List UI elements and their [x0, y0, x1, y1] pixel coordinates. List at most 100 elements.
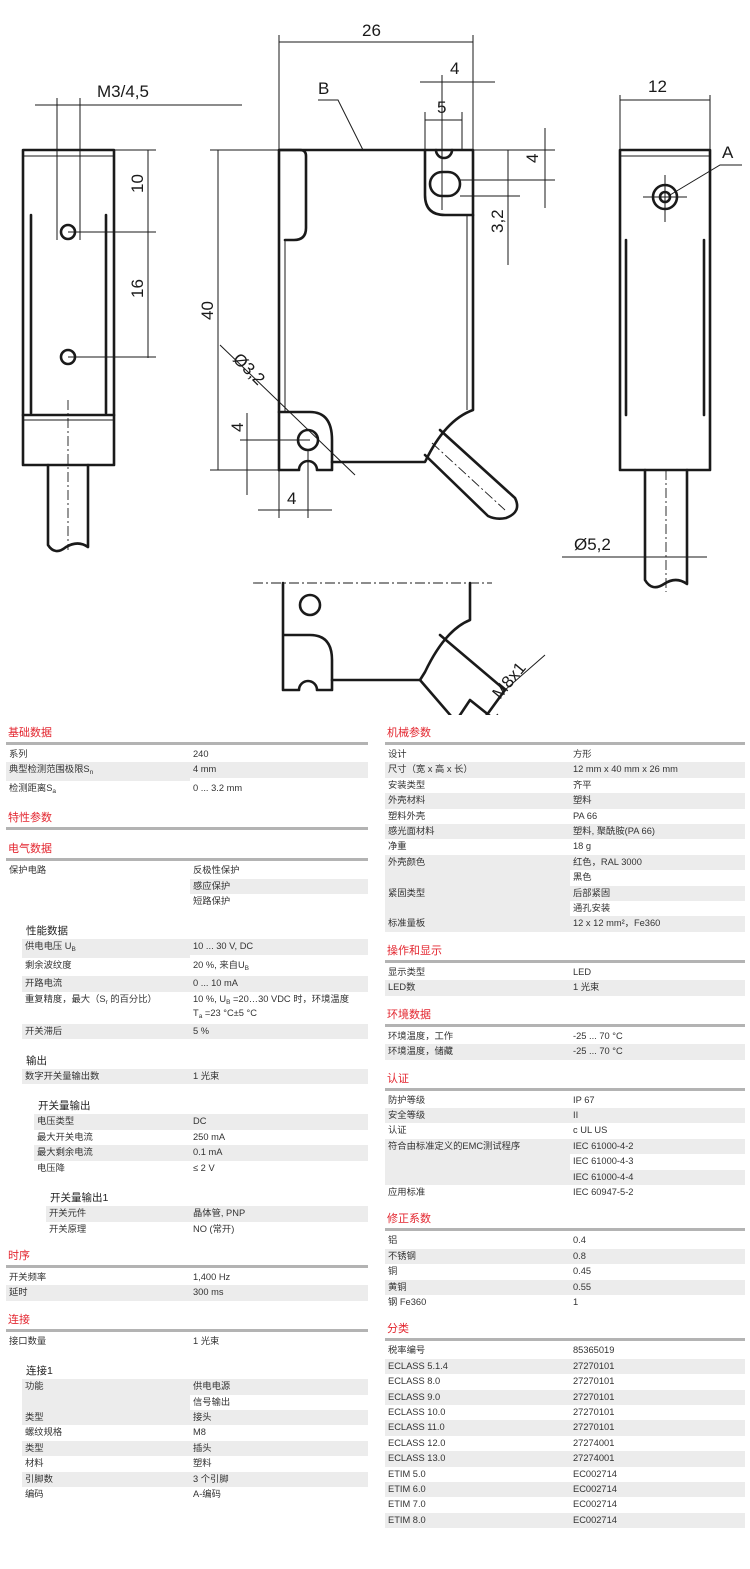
spec-values: M8: [190, 1425, 368, 1440]
spec-value: 0.8: [570, 1248, 745, 1265]
spec-label: 开关频率: [9, 1271, 47, 1282]
spec-label: 最大开关电流: [37, 1131, 93, 1142]
spec-label: ETIM 8.0: [385, 1512, 570, 1529]
spec-row: 重复精度，最大（Sr 的百分比）10 %, UB =20…30 VDC 时，环境…: [22, 992, 368, 1024]
spec-values: 27270101: [570, 1374, 745, 1389]
spec-value: 接头: [190, 1409, 368, 1426]
spec-value: 0 ... 10 mA: [190, 976, 368, 992]
spec-values: EC002714: [570, 1512, 745, 1529]
spec-values: PA 66: [570, 809, 745, 824]
dimension-slot-5: 5: [437, 98, 446, 117]
spec-values: EC002714: [570, 1482, 745, 1498]
section-divider: [385, 1023, 745, 1027]
spec-value: 0 ... 3.2 mm: [193, 782, 243, 793]
section-title: 时序: [8, 1249, 30, 1262]
spec-values: ≤ 2 V: [190, 1161, 368, 1176]
spec-values: 300 ms: [190, 1285, 368, 1301]
section-title: 分类: [387, 1323, 409, 1336]
spec-value: IEC 61000-4-4: [570, 1169, 745, 1185]
spec-value: 感应保护: [190, 878, 368, 895]
spec-label: 延时: [6, 1285, 190, 1301]
spec-label: 外壳材料: [385, 793, 570, 809]
spec-label: 保护电路: [9, 865, 47, 876]
spec-value: 齐平: [573, 779, 592, 790]
spec-value: 240: [193, 749, 209, 759]
spec-values: 250 mA: [190, 1130, 368, 1145]
section-title: 机械参数: [387, 727, 431, 739]
spec-value: 0.55: [570, 1279, 745, 1295]
spec-value: 1 光束: [570, 980, 745, 996]
text-segment: 重复精度，最大（S: [25, 993, 106, 1004]
spec-value: 10 ... 30 V, DC: [190, 939, 368, 955]
dimension-3-2: 3,2: [488, 209, 507, 233]
spec-label: 防护等级: [388, 1094, 426, 1105]
spec-value: 1: [573, 1296, 579, 1307]
spec-value: 塑料: [193, 1458, 212, 1469]
spec-values: LED: [570, 965, 745, 980]
spec-value: 供电电源: [190, 1379, 368, 1395]
section-divider: [6, 858, 368, 862]
spec-label: 环境温度，储藏: [385, 1044, 570, 1060]
spec-values: 0.45: [570, 1264, 745, 1279]
thread-dimension: M3/4,5: [97, 82, 149, 101]
spec-row: 紧固类型后部紧固通孔安装: [385, 885, 745, 917]
section-divider: [6, 1264, 368, 1268]
spec-values: IEC 60947-5-2: [570, 1185, 745, 1200]
spec-value: 方形: [573, 749, 592, 759]
spec-values: II: [570, 1107, 745, 1124]
spec-label: 税率编号: [388, 1345, 426, 1356]
cable-diameter: Ø5,2: [574, 535, 611, 554]
spec-row: 最大开关电流 250 mA: [34, 1130, 368, 1145]
spec-value: EC002714: [570, 1512, 745, 1529]
dimension-16: 16: [128, 279, 147, 298]
spec-value: -25 ... 70 °C: [570, 1044, 745, 1060]
spec-label: 净重: [388, 841, 407, 852]
spec-value: 5 %: [190, 1023, 368, 1040]
spec-label: 尺寸（宽 x 高 x 长）: [385, 762, 570, 778]
spec-value: 通孔安装: [573, 903, 611, 914]
spec-values: DC: [190, 1114, 368, 1130]
label-b: B: [318, 79, 329, 98]
spec-label: 开关原理: [49, 1223, 87, 1234]
spec-label: 认证: [388, 1125, 407, 1136]
spec-value: 3 个引脚: [190, 1471, 368, 1487]
section-divider: [385, 742, 745, 745]
spec-values: 0.55: [570, 1279, 745, 1295]
spec-label: 感光面材料: [385, 824, 570, 840]
spec-values: 18 g: [570, 839, 745, 854]
spec-label: ETIM 5.0: [388, 1468, 426, 1479]
spec-label: 铜: [388, 1266, 398, 1277]
spec-label: ETIM 6.0: [385, 1482, 570, 1498]
spec-row: 显示类型 LED: [385, 965, 745, 980]
spec-label: 符合由标准定义的EMC测试程序: [385, 1138, 570, 1185]
spec-label: 最大剩余电流: [34, 1145, 190, 1161]
spec-row: 类型接头: [22, 1409, 368, 1426]
side-view-right: A 12 Ø5,2: [562, 77, 742, 592]
spec-label: 检测距离Sa: [6, 781, 190, 799]
dimension-10: 10: [128, 174, 147, 193]
spec-value: IEC 61000-4-2: [570, 1138, 745, 1155]
subscript: B: [244, 964, 250, 972]
spec-label: 显示类型: [388, 966, 426, 977]
subscript: a: [52, 787, 57, 795]
spec-values: 4 mm: [190, 762, 368, 780]
subgroup-title: 连接1: [26, 1365, 53, 1378]
